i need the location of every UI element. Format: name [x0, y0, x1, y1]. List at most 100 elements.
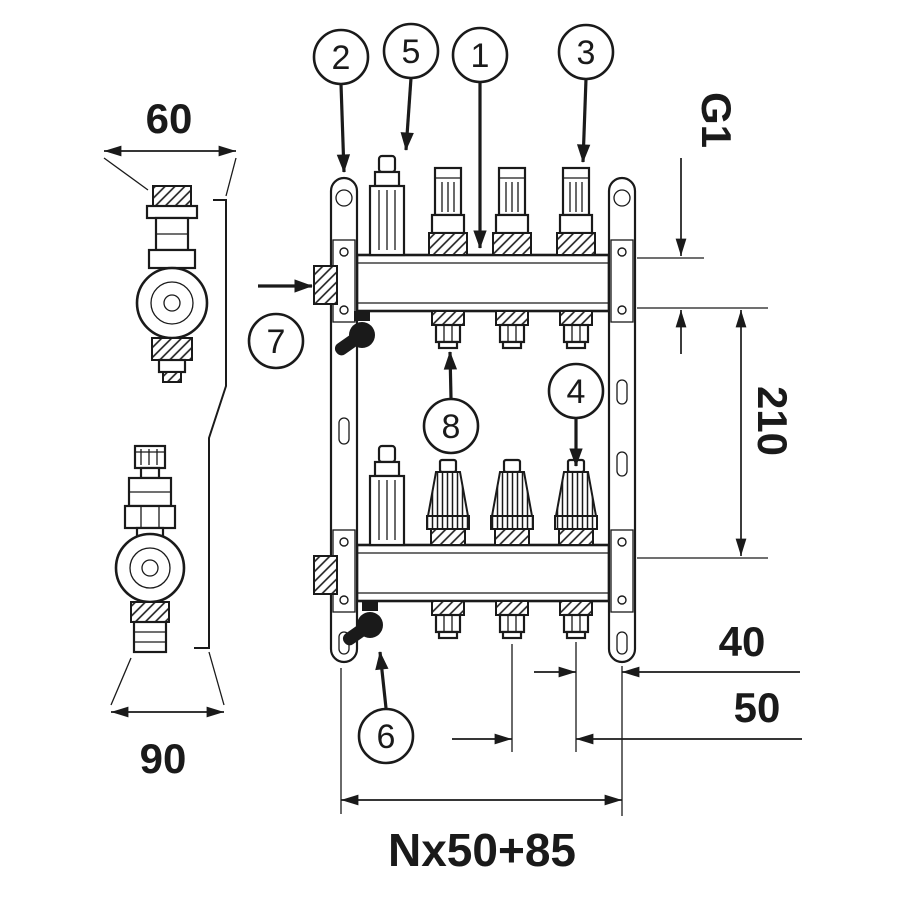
- screw-dot: [339, 247, 349, 257]
- extension-line: [110, 657, 132, 706]
- flowmeter-band: [494, 213, 530, 235]
- vent-neck: [139, 466, 161, 480]
- wall-bracket-profile: [194, 199, 227, 649]
- handwheel-inner: [150, 281, 194, 325]
- flowmeter-base: [492, 232, 532, 256]
- handwheel-outer: [135, 266, 209, 340]
- extension-line: [225, 157, 237, 197]
- bracket-body: [607, 176, 637, 664]
- surface-detail: [443, 325, 453, 342]
- extension-line: [103, 157, 149, 191]
- union-nut: [434, 613, 462, 634]
- flow-meter-3: [556, 166, 596, 256]
- dimension-210: 210: [637, 307, 796, 559]
- supply-connection-nut: [313, 265, 338, 305]
- dimension-90: 90: [110, 651, 225, 782]
- valve-top-cap: [152, 185, 192, 207]
- drain-stub: [354, 311, 370, 321]
- flowmeter-band: [430, 213, 466, 235]
- flowmeter-base: [556, 232, 596, 256]
- handwheel-hub: [141, 559, 159, 577]
- extension-line: [208, 651, 225, 706]
- return-connection-nut: [313, 555, 338, 595]
- union-nut: [562, 613, 590, 634]
- callout-8: 8: [422, 351, 480, 455]
- surface-detail: [507, 615, 517, 632]
- callout-number: 8: [442, 408, 461, 446]
- callouts: 2 5 1 3 7 8 4: [247, 22, 615, 765]
- screw-dot: [339, 537, 349, 547]
- valve-cap-3: [554, 458, 598, 546]
- dimension-label-40: 40: [719, 618, 766, 665]
- bracket-slot: [616, 451, 628, 477]
- vent-cap: [377, 154, 397, 174]
- dimension-label-90: 90: [140, 735, 187, 782]
- valve-collar: [145, 204, 199, 220]
- screw-dot: [617, 537, 627, 547]
- surface-detail: [443, 615, 453, 632]
- callout-4: 4: [547, 362, 605, 467]
- outlet-union-top-3: [559, 310, 593, 350]
- flow-meter-1: [428, 166, 468, 256]
- bracket-clamp-zone: [610, 529, 634, 613]
- cap-ribbed-cone: [554, 471, 598, 517]
- valve-lower-nut: [130, 601, 170, 623]
- outlet-union-bottom-1: [431, 600, 465, 640]
- callout-leader: [443, 351, 458, 399]
- screw-dot: [617, 305, 627, 315]
- dimension-total-length: Nx50+85: [340, 668, 622, 876]
- cap-collar: [426, 515, 470, 530]
- supply-beam: [355, 253, 611, 313]
- surface-detail: [507, 325, 517, 342]
- handwheel-hub: [163, 294, 181, 312]
- dimension-60: 60: [103, 95, 237, 197]
- callout-leader: [336, 83, 351, 173]
- dimension-g1: G1: [637, 92, 740, 354]
- screw-dot: [617, 247, 627, 257]
- cap-collar: [490, 515, 534, 530]
- union-tail: [501, 340, 523, 350]
- union-collar: [495, 310, 529, 326]
- cap-ribbed-cone: [426, 471, 470, 517]
- dimensions: 60 90 G1 210 40: [103, 92, 802, 876]
- callout-circle: [557, 23, 615, 81]
- callout-5: 5: [382, 22, 440, 151]
- cap-base: [558, 528, 594, 546]
- union-tail: [437, 630, 459, 640]
- surface-detail: [140, 506, 160, 528]
- side-view-top-valve: [135, 185, 209, 383]
- callout-7: 7: [247, 279, 313, 370]
- outlet-union-bottom-3: [559, 600, 593, 640]
- cap-knob: [438, 458, 458, 474]
- drain-ball: [357, 612, 383, 638]
- bracket-hole: [335, 189, 353, 207]
- surface-detail: [134, 631, 166, 643]
- union-collar: [431, 310, 465, 326]
- callout-leader: [576, 78, 591, 163]
- outlet-union-bottom-2: [495, 600, 529, 640]
- union-nut: [434, 323, 462, 344]
- valve-cap-1: [426, 458, 470, 546]
- callout-number: 6: [377, 718, 396, 756]
- callout-3: 3: [557, 23, 615, 163]
- callout-circle: [547, 362, 605, 420]
- valve-end-cap: [162, 371, 182, 383]
- union-collar: [559, 310, 593, 326]
- surface-detail: [571, 325, 581, 342]
- surface-detail: [571, 615, 581, 632]
- union-tail: [565, 630, 587, 640]
- dimension-label-total: Nx50+85: [388, 824, 576, 876]
- callout-1: 1: [451, 26, 509, 249]
- side-view: [114, 185, 227, 654]
- callout-2: 2: [312, 28, 370, 173]
- callout-number: 2: [332, 39, 351, 77]
- valve-hex: [123, 504, 177, 530]
- callout-circle: [422, 397, 480, 455]
- dimension-label-g1: G1: [693, 92, 740, 148]
- flow-meter-2: [492, 166, 532, 256]
- callout-6: 6: [357, 651, 415, 765]
- dimension-label-50: 50: [734, 684, 781, 731]
- union-collar: [431, 600, 465, 616]
- surface-detail: [563, 177, 589, 212]
